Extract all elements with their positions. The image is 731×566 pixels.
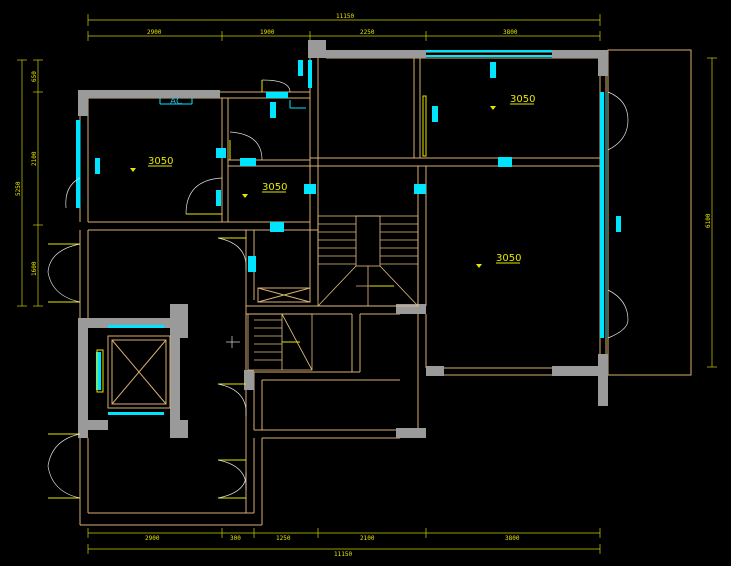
level-nw: 3050: [148, 156, 173, 167]
level-mid: 3050: [262, 182, 287, 193]
bottom-dim-2: 300: [230, 535, 241, 542]
top-total-dim: 11150: [336, 13, 354, 20]
right-dimensions: 6100: [705, 57, 717, 368]
left-dim-1: 650: [31, 71, 38, 82]
bottom-dim-3: 1250: [276, 535, 291, 542]
top-dim-1: 2900: [147, 29, 162, 36]
interior-lines: [79, 49, 692, 526]
elevator: [107, 335, 171, 409]
level-markers: 3050 3050 3050 3050: [130, 94, 535, 268]
door-swings: [47, 79, 629, 499]
door-frames: [48, 80, 427, 499]
top-dim-4: 3800: [503, 29, 518, 36]
level-e: 3050: [496, 253, 521, 264]
stair-upper: [317, 215, 419, 307]
windows: [76, 50, 621, 415]
left-dimensions: 5250 650 2100 1600: [15, 59, 43, 307]
ac-label: AC: [170, 97, 182, 107]
top-dimensions: 11150 2900 1900 2250 3800: [87, 13, 601, 41]
top-dim-2: 1900: [260, 29, 275, 36]
right-total-dim: 6100: [705, 213, 712, 228]
bottom-dimensions: 2900 300 1250 2100 3800 11150: [87, 528, 601, 558]
structural-walls: [78, 40, 608, 438]
bottom-dim-5: 3800: [505, 535, 520, 542]
bottom-dim-1: 2900: [145, 535, 160, 542]
stair-lower: [226, 313, 313, 371]
bottom-total-dim: 11150: [334, 551, 352, 558]
left-total-dim: 5250: [15, 181, 22, 196]
bottom-dim-4: 2100: [360, 535, 375, 542]
level-ne: 3050: [510, 94, 535, 105]
left-dim-2: 2100: [31, 151, 38, 166]
left-dim-3: 1600: [31, 261, 38, 276]
top-dim-3: 2250: [360, 29, 375, 36]
